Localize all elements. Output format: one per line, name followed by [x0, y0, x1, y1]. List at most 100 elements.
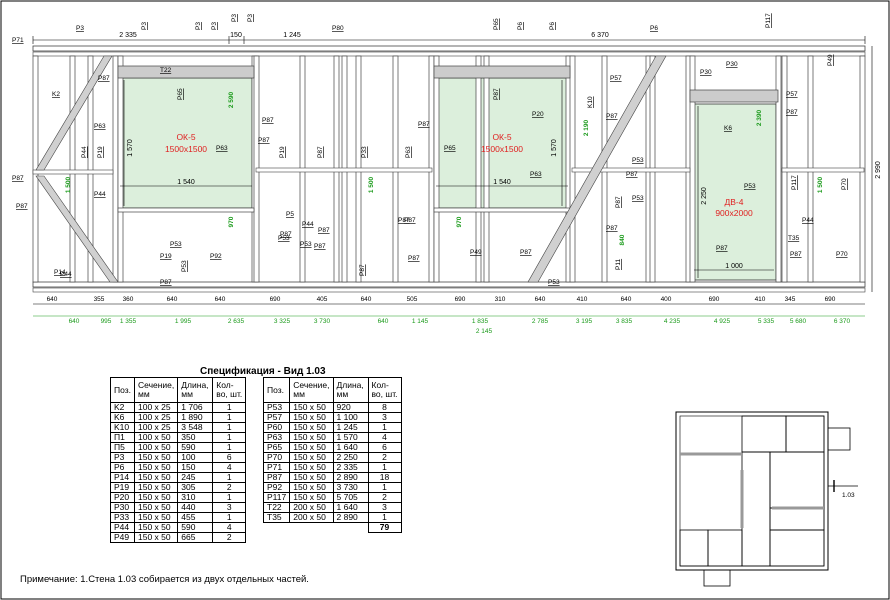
- spec-pos: П1: [110, 432, 135, 443]
- header-length: Длина, мм: [332, 377, 369, 403]
- member-label: P117: [765, 13, 772, 28]
- spec-pos: P53: [262, 402, 291, 413]
- spec-length: 665: [177, 532, 214, 543]
- spec-section: 100 x 25: [133, 412, 179, 423]
- spec-pos: [264, 523, 290, 533]
- spec-pos: P19: [110, 482, 135, 493]
- member-label: P53: [632, 157, 644, 164]
- member-label: P87: [16, 203, 28, 210]
- spec-qty: 2: [367, 492, 402, 503]
- svg-text:6 370: 6 370: [591, 32, 609, 39]
- cumulative-dim: 4 235: [664, 318, 681, 325]
- member-label: P53: [632, 195, 644, 202]
- bottom-dim: 640: [361, 296, 372, 303]
- member-label: P87: [606, 113, 618, 120]
- spec-qty: 1: [212, 412, 247, 423]
- spec-section: 150 x 50: [133, 472, 179, 483]
- bottom-dim: 345: [785, 296, 796, 303]
- stud: [69, 55, 76, 283]
- member-label: P49: [470, 249, 482, 256]
- member-label: P87: [606, 225, 618, 232]
- stud: [483, 55, 490, 283]
- member-label: P53: [170, 241, 182, 248]
- member-label: P44: [94, 191, 106, 198]
- member-label: P87: [408, 255, 420, 262]
- member-label: P53: [278, 235, 290, 242]
- spec-pos: T35: [262, 512, 291, 523]
- spec-pos: P6: [110, 462, 135, 473]
- svg-text:1 500: 1 500: [817, 176, 824, 193]
- spec-length: 440: [177, 502, 214, 513]
- member-label: P57: [786, 91, 798, 98]
- header-length: Длина, мм: [177, 377, 214, 403]
- svg-text:1 500: 1 500: [65, 176, 72, 193]
- spec-qty: 3: [367, 412, 402, 423]
- bottom-dim: 505: [407, 296, 418, 303]
- bottom-dim: 360: [123, 296, 134, 303]
- cumulative-dim: 1 835: [472, 318, 489, 325]
- spec-section: 150 x 50: [289, 422, 334, 433]
- member-label: T22: [160, 67, 172, 74]
- member-label: P87: [98, 75, 110, 82]
- spec-length: 2 890: [332, 512, 369, 523]
- spec-section: 150 x 50: [133, 452, 179, 463]
- member-label: P71: [12, 37, 24, 44]
- svg-text:2 590: 2 590: [228, 91, 235, 108]
- cumulative-dim-extra: 2 145: [476, 328, 493, 335]
- spec-length: 2 250: [332, 452, 369, 463]
- spec-section: 150 x 50: [289, 442, 334, 453]
- spec-pos: P63: [262, 432, 291, 443]
- spec-qty: 1: [212, 492, 247, 503]
- spec-qty: 6: [367, 442, 402, 453]
- spec-length: 305: [177, 482, 214, 493]
- member-label: K10: [587, 96, 594, 108]
- opening-3-width: 1 000: [725, 263, 743, 270]
- cumulative-dim: 3 835: [616, 318, 633, 325]
- note: Примечание: 1.Стена 1.03 собирается из д…: [20, 574, 309, 585]
- spec-pos: K10: [110, 422, 135, 433]
- member-label: P87: [262, 117, 274, 124]
- stud: [117, 55, 124, 283]
- green-dimensions: 1 500 2 590 2 190 2 390 1 500 840 1 500 …: [65, 91, 824, 245]
- member-label: P87: [418, 121, 430, 128]
- spec-length: 1 245: [332, 422, 369, 433]
- spec-qty: 2: [212, 482, 247, 493]
- member-label: K2: [52, 91, 60, 98]
- spec-length: 150: [177, 462, 214, 473]
- spec-section: 150 x 50: [133, 502, 179, 513]
- spec-pos: K6: [110, 412, 135, 423]
- opening-1-height: 1 570: [127, 139, 134, 157]
- member-label: P87: [398, 217, 410, 224]
- member-label: P87: [317, 146, 324, 158]
- spec-qty: 4: [212, 522, 247, 533]
- member-label: P87: [790, 251, 802, 258]
- member-label: P87: [716, 245, 728, 252]
- spec-section: 150 x 50: [289, 452, 334, 463]
- spec-pos: P57: [262, 412, 291, 423]
- member-label: P70: [841, 178, 848, 190]
- cumulative-dim: 1 355: [120, 318, 137, 325]
- bottom-dim: 405: [317, 296, 328, 303]
- spec-pos: P65: [262, 442, 291, 453]
- member-label: P53: [548, 279, 560, 286]
- member-label: P6: [650, 25, 658, 32]
- bottom-dim: 640: [47, 296, 58, 303]
- member-label: P44: [302, 221, 314, 228]
- spec-pos: P49: [110, 532, 135, 543]
- header-pos: Поз.: [110, 377, 135, 403]
- member-label: P87: [493, 88, 500, 100]
- opening-2-name: ОК-5: [492, 132, 511, 142]
- opening-1-size: 1500x1500: [165, 144, 207, 154]
- svg-text:2 335: 2 335: [119, 32, 137, 39]
- opening-2-width: 1 540: [493, 179, 511, 186]
- spec-section: 100 x 25: [133, 402, 179, 413]
